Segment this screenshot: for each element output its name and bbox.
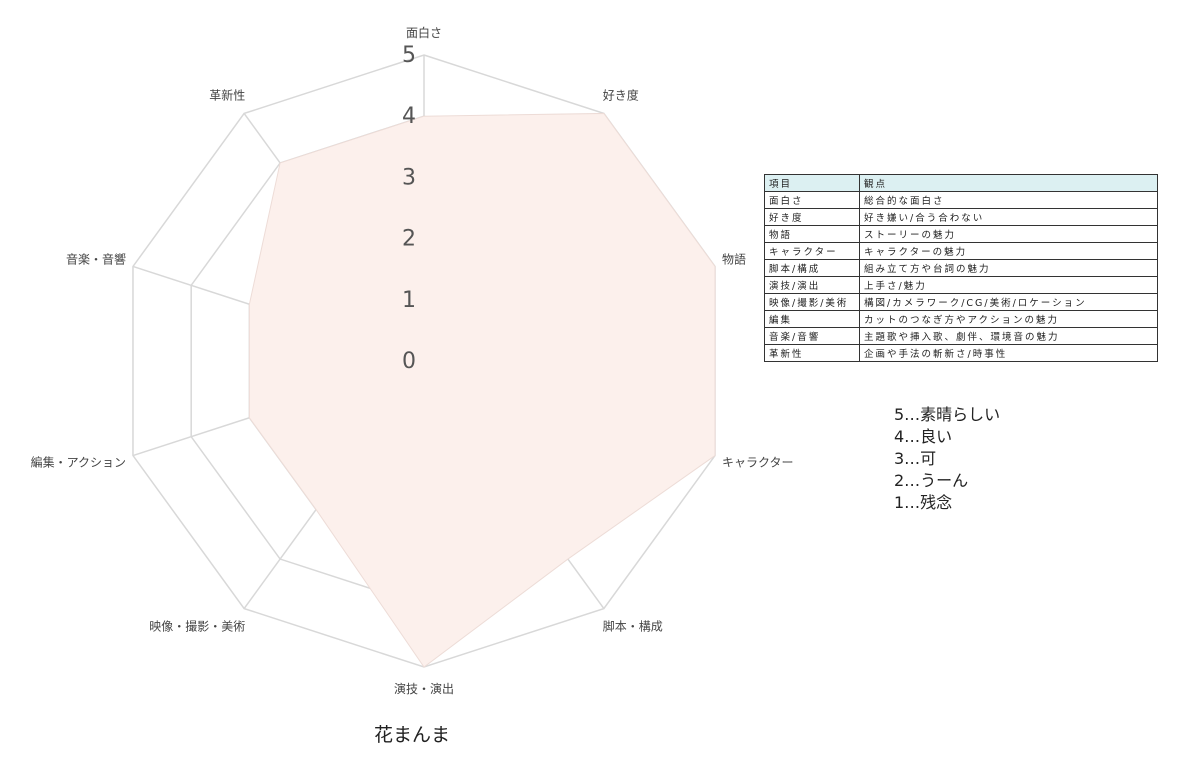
- legend-row: 脚本/構成組み立て方や台詞の魅力: [764, 259, 1158, 277]
- tick-label: 3: [402, 165, 416, 190]
- legend-row: 編集カットのつなぎ方やアクションの魅力: [764, 310, 1158, 328]
- radar-data: [248, 112, 716, 668]
- legend-viewpoint: 主題歌や挿入歌、劇伴、環境音の魅力: [859, 327, 1158, 345]
- legend-item: 脚本/構成: [764, 259, 860, 277]
- data-series-polygon: [248, 112, 716, 668]
- legend-row: 演技/演出上手さ/魅力: [764, 276, 1158, 294]
- tick-label: 0: [402, 349, 416, 374]
- axis-label: 好き度: [603, 88, 639, 103]
- legend-viewpoint: ストーリーの魅力: [859, 225, 1158, 243]
- axis-label: 面白さ: [406, 25, 442, 40]
- rating-scale-item: 3…可: [894, 449, 937, 468]
- legend-item: 物語: [764, 225, 860, 243]
- rating-scale: 5…素晴らしい 4…良い 3…可 2…うーん 1…残念: [894, 404, 1000, 514]
- legend-row: 面白さ総合的な面白さ: [764, 191, 1158, 209]
- legend-row: 映像/撮影/美術構図/カメラワーク/CG/美術/ロケーション: [764, 293, 1158, 311]
- criteria-legend-table: 項目 観点 面白さ総合的な面白さ 好き度好き嫌い/合う合わない 物語ストーリーの…: [764, 174, 1158, 362]
- tick-label: 2: [402, 227, 416, 252]
- legend-viewpoint: 好き嫌い/合う合わない: [859, 208, 1158, 226]
- legend-row: 好き度好き嫌い/合う合わない: [764, 208, 1158, 226]
- legend-header-viewpoint: 観点: [859, 174, 1158, 192]
- legend-item: 編集: [764, 310, 860, 328]
- legend-viewpoint: 総合的な面白さ: [859, 191, 1158, 209]
- rating-scale-item: 4…良い: [894, 427, 953, 446]
- legend-viewpoint: 構図/カメラワーク/CG/美術/ロケーション: [859, 293, 1158, 311]
- axis-label: 脚本・構成: [603, 618, 663, 633]
- rating-scale-item: 2…うーん: [894, 471, 969, 490]
- legend-viewpoint: 上手さ/魅力: [859, 276, 1158, 294]
- legend-header-item: 項目: [764, 174, 860, 192]
- legend-item: 革新性: [764, 344, 860, 362]
- radar-ticks: 0 1 2 3 4 5: [402, 43, 416, 374]
- legend-header-row: 項目 観点: [764, 174, 1158, 192]
- tick-label: 1: [402, 288, 416, 313]
- legend-item: 好き度: [764, 208, 860, 226]
- legend-item: 音楽/音響: [764, 327, 860, 345]
- axis-label: 音楽・音響: [66, 252, 126, 267]
- legend-row: 革新性企画や手法の斬新さ/時事性: [764, 344, 1158, 362]
- tick-label: 5: [402, 43, 416, 68]
- legend-row: 音楽/音響主題歌や挿入歌、劇伴、環境音の魅力: [764, 327, 1158, 345]
- legend-item: キャラクター: [764, 242, 860, 260]
- chart-title: 花まんま: [374, 724, 451, 746]
- legend-item: 面白さ: [764, 191, 860, 209]
- rating-scale-item: 1…残念: [894, 493, 953, 512]
- axis-label: 編集・アクション: [31, 454, 126, 469]
- axis-label: 物語: [722, 252, 746, 267]
- rating-scale-item: 5…素晴らしい: [894, 405, 1001, 424]
- legend-viewpoint: 企画や手法の斬新さ/時事性: [859, 344, 1158, 362]
- tick-label: 4: [402, 104, 416, 129]
- axis-label: 演技・演出: [394, 681, 454, 696]
- legend-row: キャラクターキャラクターの魅力: [764, 242, 1158, 260]
- legend-viewpoint: 組み立て方や台詞の魅力: [859, 259, 1158, 277]
- legend-viewpoint: カットのつなぎ方やアクションの魅力: [859, 310, 1158, 328]
- legend-viewpoint: キャラクターの魅力: [859, 242, 1158, 260]
- axis-label: キャラクター: [722, 455, 794, 469]
- axis-label: 映像・撮影・美術: [149, 619, 245, 633]
- legend-row: 物語ストーリーの魅力: [764, 225, 1158, 243]
- legend-item: 映像/撮影/美術: [764, 293, 860, 311]
- axis-label: 革新性: [209, 88, 245, 103]
- legend-item: 演技/演出: [764, 276, 860, 294]
